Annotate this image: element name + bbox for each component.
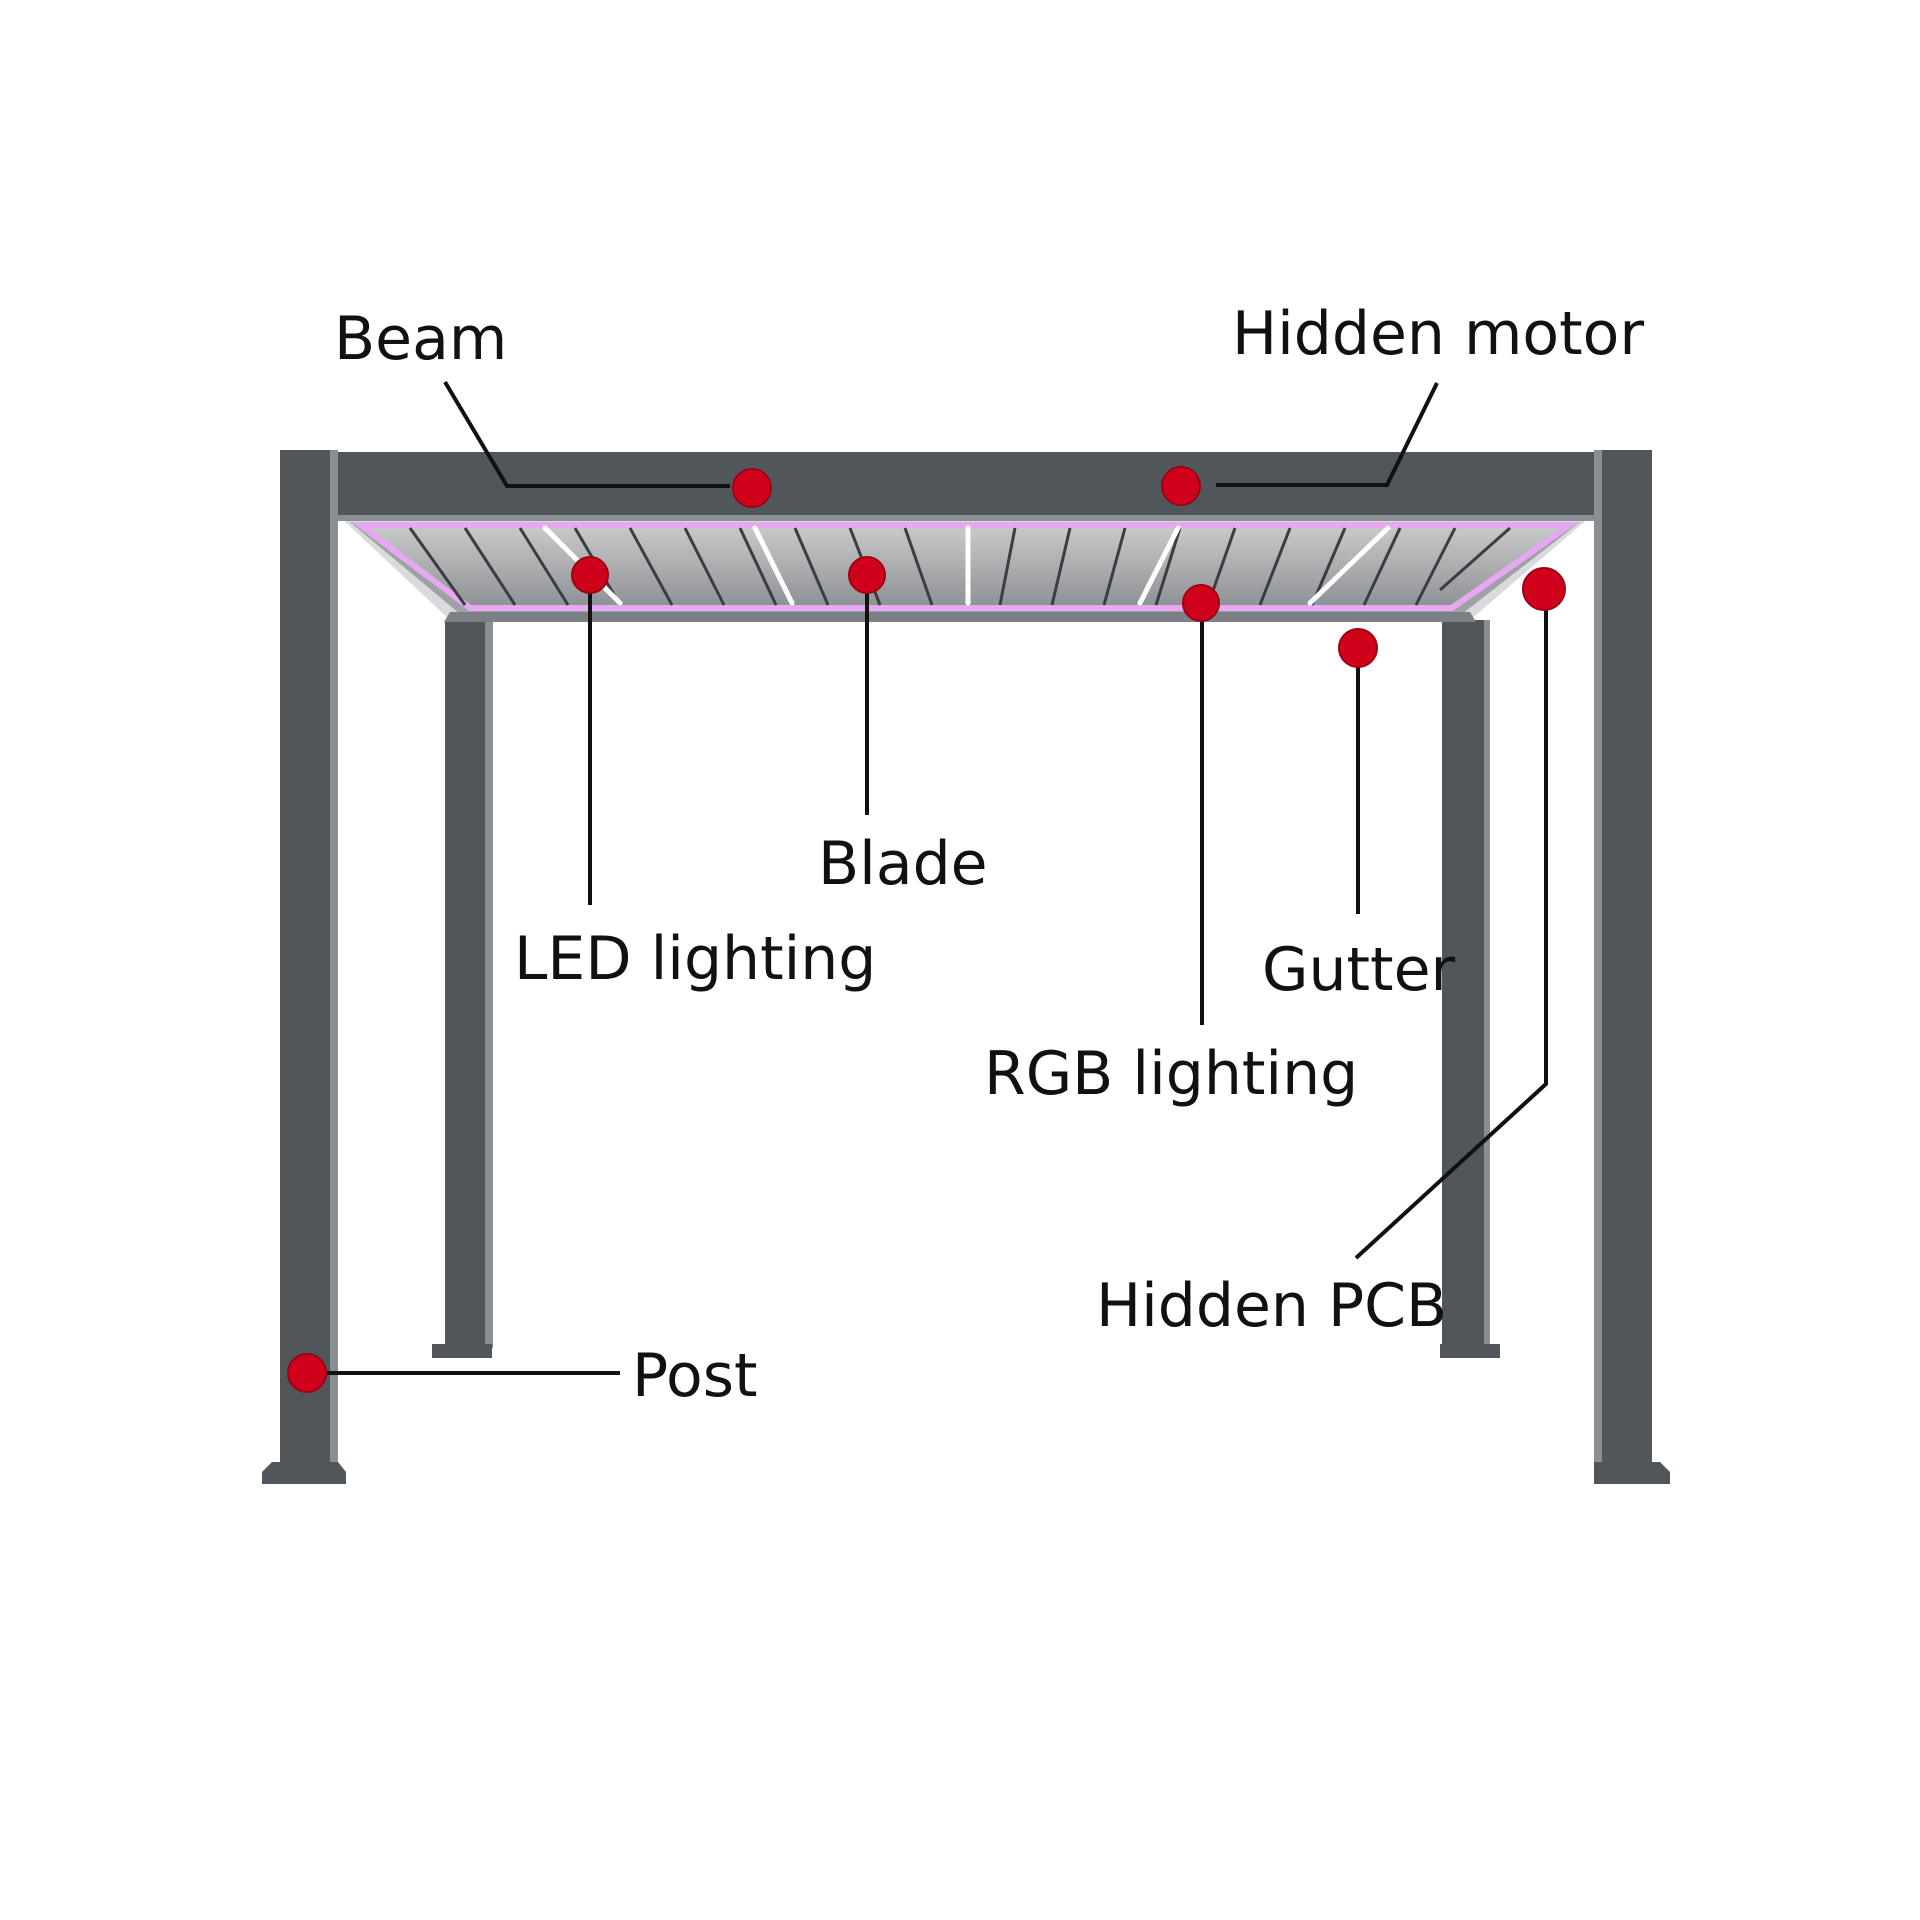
back-right-post <box>1440 620 1500 1358</box>
roof-blades <box>408 526 1511 606</box>
hidden-pcb-label: Hidden PCB <box>1096 1271 1448 1341</box>
front-right-post <box>1594 450 1670 1484</box>
front-left-post <box>262 450 346 1484</box>
post-marker <box>287 1353 327 1393</box>
leader-lines <box>308 380 1548 1375</box>
markers <box>287 466 1566 1393</box>
gutter-label: Gutter <box>1262 935 1456 1005</box>
hidden-pcb-leader <box>1354 598 1548 1260</box>
beam-marker <box>732 468 772 508</box>
back-left-post <box>432 620 493 1358</box>
hidden-motor-leader <box>1216 382 1439 487</box>
hidden-motor-marker <box>1161 466 1201 506</box>
rgb-lighting-label: RGB lighting <box>984 1039 1359 1109</box>
gutter-marker <box>1338 628 1378 668</box>
beam-label: Beam <box>334 304 508 374</box>
post-label: Post <box>632 1341 758 1411</box>
beam-leader <box>443 380 730 488</box>
led-lighting-marker <box>571 556 609 594</box>
hidden-pcb-marker <box>1522 567 1566 611</box>
led-strips <box>542 525 1391 606</box>
roof-underside <box>340 517 1590 622</box>
blade-marker <box>848 556 886 594</box>
blade-label: Blade <box>818 829 988 899</box>
led-lighting-label: LED lighting <box>514 924 877 994</box>
rgb-lighting-marker <box>1182 584 1220 622</box>
hidden-motor-label: Hidden motor <box>1232 299 1645 369</box>
